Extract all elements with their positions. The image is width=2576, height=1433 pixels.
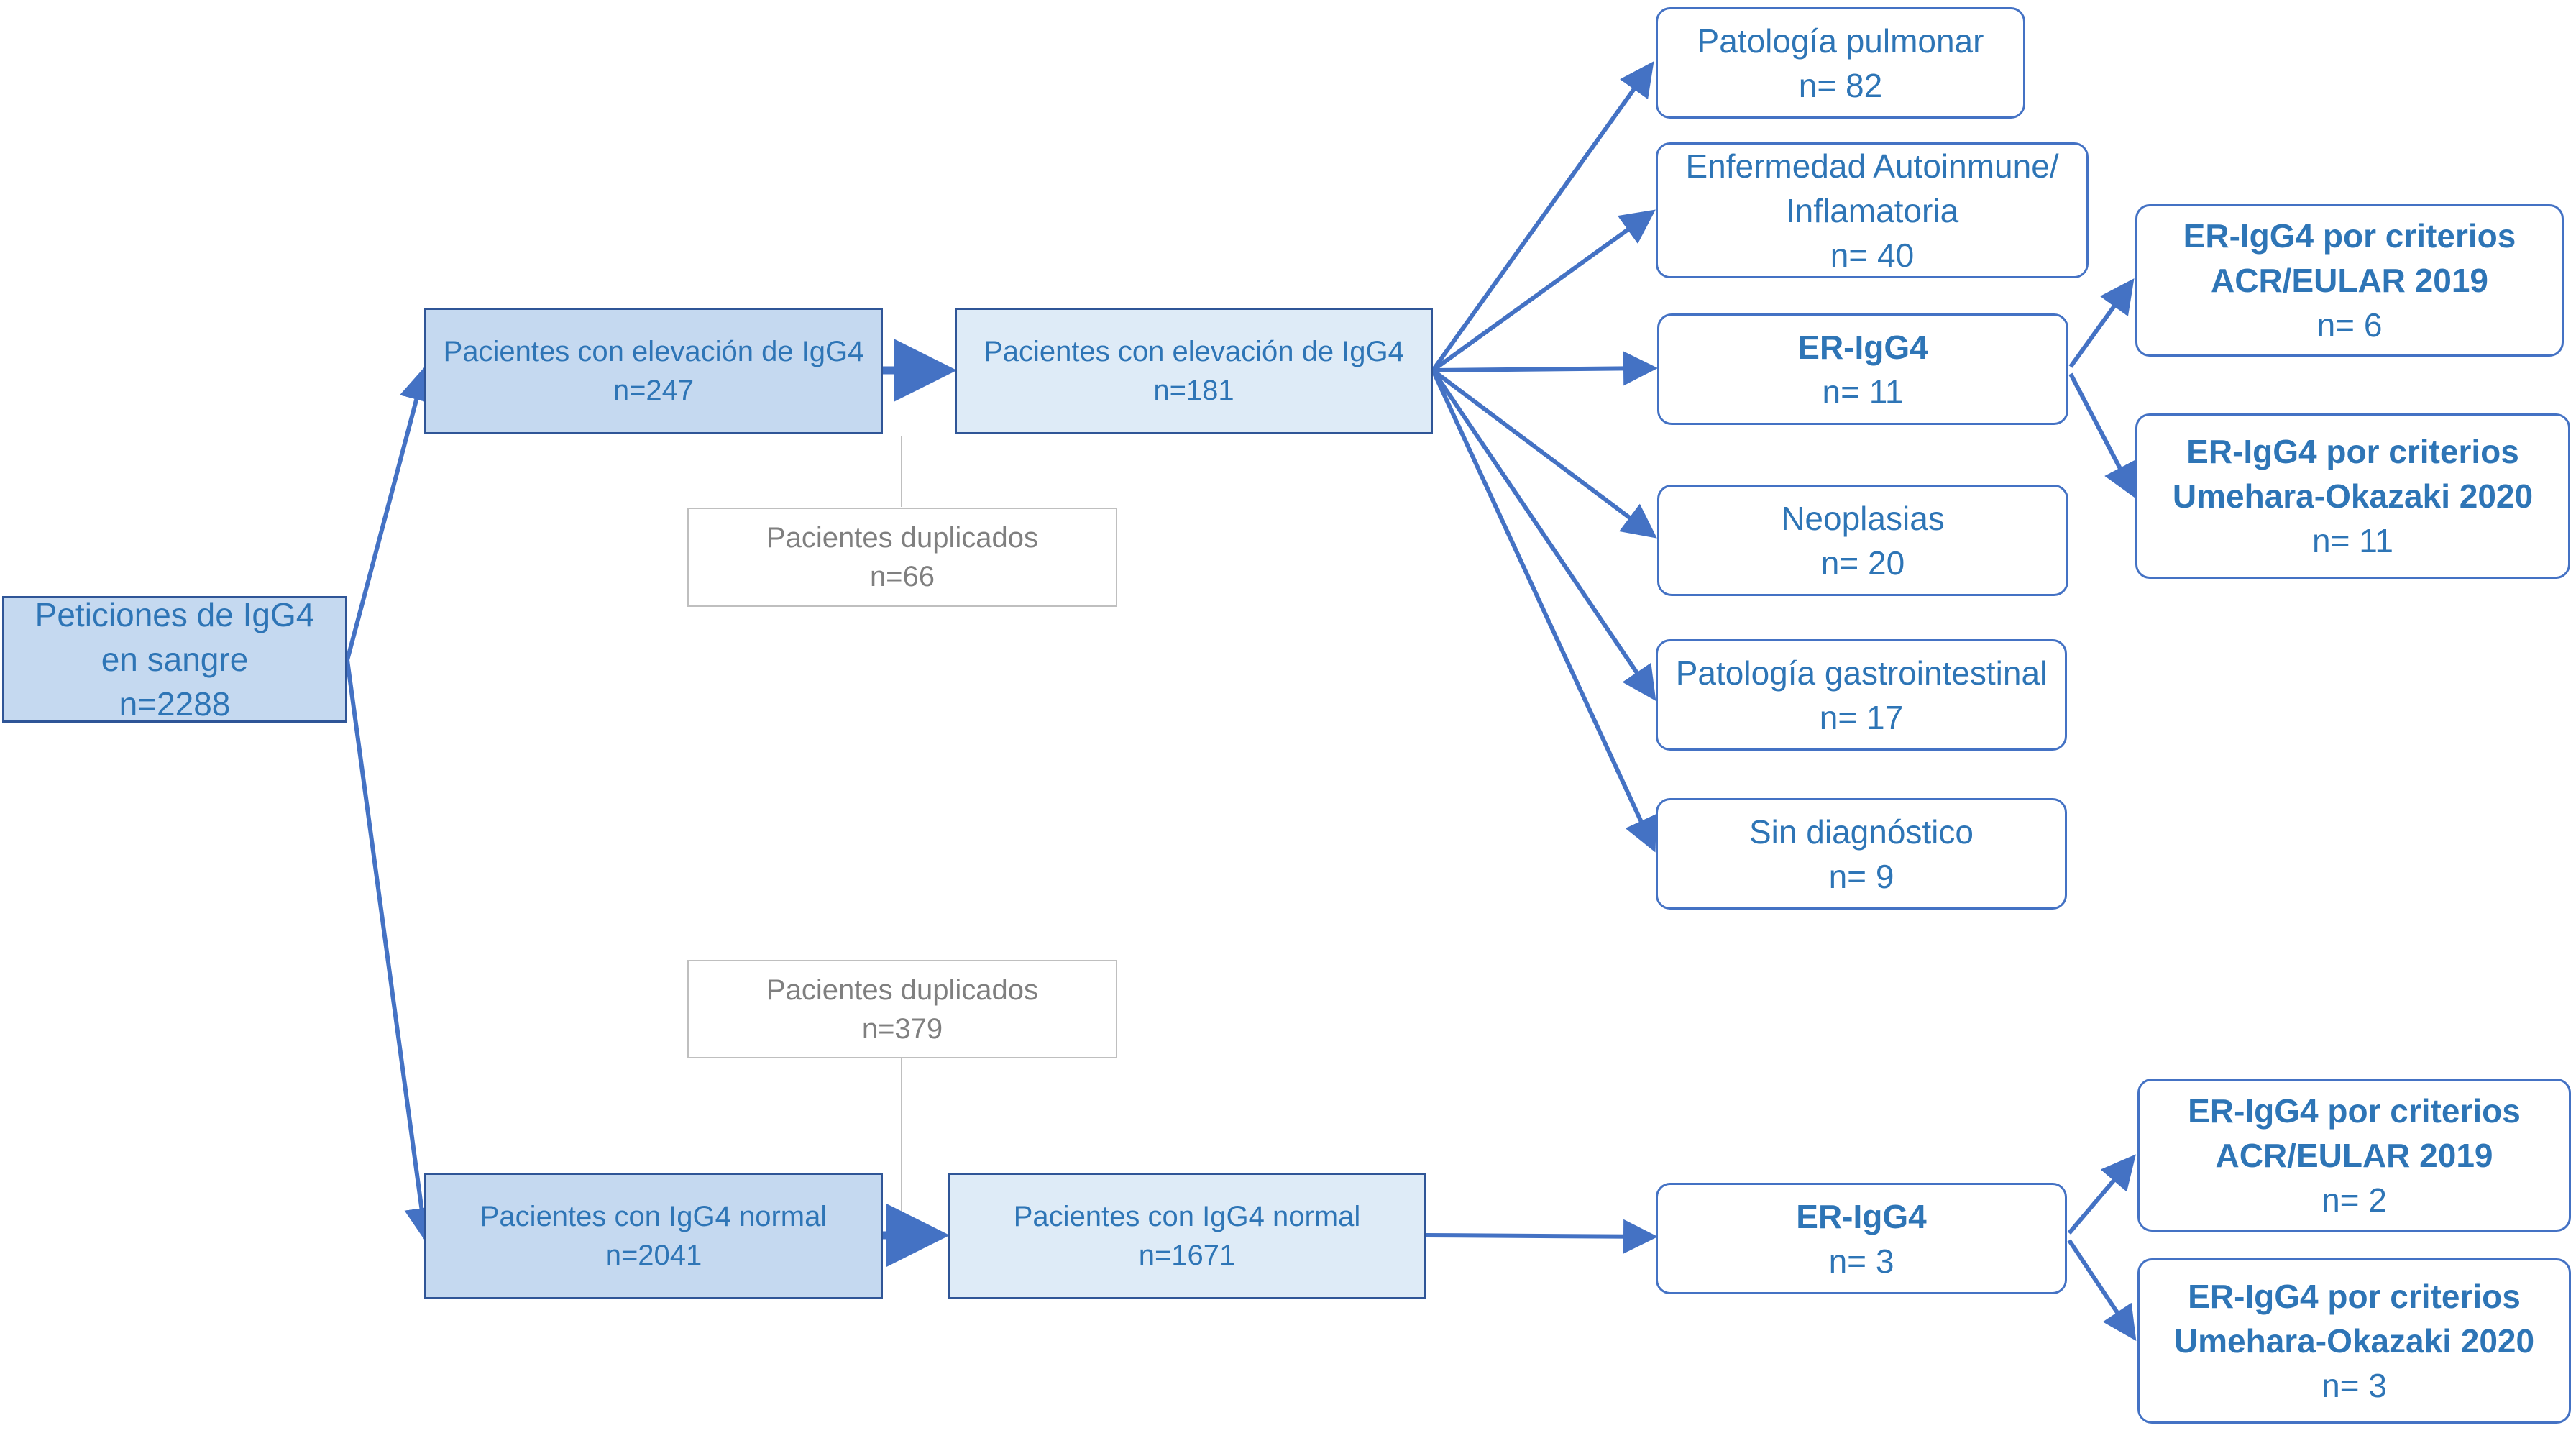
node-count: n= 6 bbox=[2316, 306, 2383, 344]
node-label: Pacientes duplicados bbox=[766, 522, 1039, 554]
node-label: en sangre bbox=[101, 641, 249, 678]
node-label: Umehara-Okazaki 2020 bbox=[2173, 1322, 2535, 1360]
node-count: n=66 bbox=[869, 561, 935, 592]
node-acr-eular-bottom: ER-IgG4 por criterios ACR/EULAR 2019 n= … bbox=[2137, 1079, 2571, 1232]
node-count: n=181 bbox=[1153, 375, 1234, 406]
node-label: ACR/EULAR 2019 bbox=[2215, 1136, 2493, 1174]
node-count: n=379 bbox=[861, 1012, 943, 1045]
arrow-to-autoinmune bbox=[1431, 209, 1656, 372]
node-acr-eular-top: ER-IgG4 por criterios ACR/EULAR 2019 n= … bbox=[2135, 204, 2564, 357]
arrow-root-to-normal bbox=[345, 659, 439, 1242]
node-label: ER-IgG4 por criterios bbox=[2183, 217, 2516, 255]
node-label: ER-IgG4 por criterios bbox=[2188, 1091, 2521, 1130]
node-label: ER-IgG4 bbox=[1796, 1197, 1927, 1235]
node-label: ER-IgG4 bbox=[1797, 328, 1928, 366]
arrow-to-neoplasias bbox=[1431, 368, 1657, 539]
node-label: Sin diagnóstico bbox=[1749, 812, 1974, 851]
arrow-normal-b-to-er-bottom bbox=[1426, 1219, 1658, 1254]
node-count: n= 3 bbox=[2321, 1367, 2387, 1404]
node-label: Neoplasias bbox=[1781, 499, 1945, 537]
node-label: ACR/EULAR 2019 bbox=[2211, 262, 2488, 299]
arrow-root-to-elevacion bbox=[345, 366, 434, 661]
node-count: n= 2 bbox=[2321, 1181, 2387, 1219]
node-label: ER-IgG4 por criterios bbox=[2188, 1278, 2521, 1315]
node-count: n= 82 bbox=[1798, 66, 1883, 104]
node-enfermedad-autoinmune: Enfermedad Autoinmune/ Inflamatoria n= 4… bbox=[1656, 142, 2089, 278]
node-peticiones-root: Peticiones de IgG4 en sangre n=2288 bbox=[2, 596, 347, 723]
node-umehara-okazaki-bottom: ER-IgG4 por criterios Umehara-Okazaki 20… bbox=[2137, 1258, 2571, 1424]
node-neoplasias: Neoplasias n= 20 bbox=[1657, 485, 2068, 596]
arrow-er-bottom-to-acr bbox=[2067, 1154, 2136, 1235]
node-label: Pacientes duplicados bbox=[766, 974, 1039, 1006]
node-count: n= 17 bbox=[1819, 698, 1904, 736]
node-count: n= 11 bbox=[1822, 372, 1904, 411]
node-er-igg4-bottom: ER-IgG4 n= 3 bbox=[1656, 1183, 2067, 1294]
node-normal-a: Pacientes con IgG4 normal n=2041 bbox=[424, 1173, 883, 1299]
arrow-to-pulmonar bbox=[1431, 61, 1654, 372]
node-count: n=2288 bbox=[119, 685, 231, 723]
node-umehara-okazaki-top: ER-IgG4 por criterios Umehara-Okazaki 20… bbox=[2135, 413, 2570, 579]
node-label: Pacientes con IgG4 normal bbox=[480, 1201, 828, 1232]
node-er-igg4-top: ER-IgG4 n= 11 bbox=[1657, 313, 2068, 425]
node-count: n=2041 bbox=[605, 1240, 702, 1271]
node-elevacion-a: Pacientes con elevación de IgG4 n=247 bbox=[424, 308, 883, 434]
node-label: Patología gastrointestinal bbox=[1675, 654, 2048, 692]
node-label: Peticiones de IgG4 bbox=[35, 596, 315, 633]
arrow-to-gastro bbox=[1431, 369, 1656, 701]
arrow-er-bottom-to-umehara bbox=[2067, 1239, 2137, 1341]
arrow-er-top-to-acr bbox=[2068, 278, 2135, 368]
node-sin-diagnostico: Sin diagnóstico n= 9 bbox=[1656, 798, 2067, 910]
node-count: n= 9 bbox=[1828, 857, 1894, 895]
node-label: Inflamatoria bbox=[1785, 191, 1959, 229]
arrow-to-er-top bbox=[1432, 351, 1658, 386]
arrow-er-top-to-umehara bbox=[2068, 372, 2136, 499]
node-patologia-gastrointestinal: Patología gastrointestinal n= 17 bbox=[1656, 639, 2067, 751]
node-label: Umehara-Okazaki 2020 bbox=[2172, 477, 2534, 515]
node-count: n= 40 bbox=[1830, 236, 1915, 274]
node-label: Pacientes con elevación de IgG4 bbox=[443, 336, 864, 367]
node-label: Pacientes con IgG4 normal bbox=[1013, 1201, 1361, 1232]
node-count: n=1671 bbox=[1138, 1240, 1236, 1271]
node-count: n= 11 bbox=[2312, 522, 2393, 559]
node-count: n= 20 bbox=[1820, 544, 1905, 582]
node-label: Pacientes con elevación de IgG4 bbox=[984, 336, 1404, 367]
node-elevacion-b: Pacientes con elevación de IgG4 n=181 bbox=[955, 308, 1433, 434]
node-normal-b: Pacientes con IgG4 normal n=1671 bbox=[948, 1173, 1426, 1299]
node-count: n= 3 bbox=[1828, 1242, 1894, 1280]
arrow-to-sin-diagnostico bbox=[1431, 369, 1657, 853]
node-count: n=247 bbox=[613, 375, 695, 406]
node-duplicados-bottom: Pacientes duplicados n=379 bbox=[687, 960, 1117, 1058]
node-patologia-pulmonar: Patología pulmonar n= 82 bbox=[1656, 7, 2025, 119]
node-label: ER-IgG4 por criterios bbox=[2186, 433, 2519, 470]
node-label: Patología pulmonar bbox=[1697, 22, 1984, 60]
node-label: Enfermedad Autoinmune/ bbox=[1685, 147, 2059, 185]
node-duplicados-top: Pacientes duplicados n=66 bbox=[687, 508, 1117, 607]
